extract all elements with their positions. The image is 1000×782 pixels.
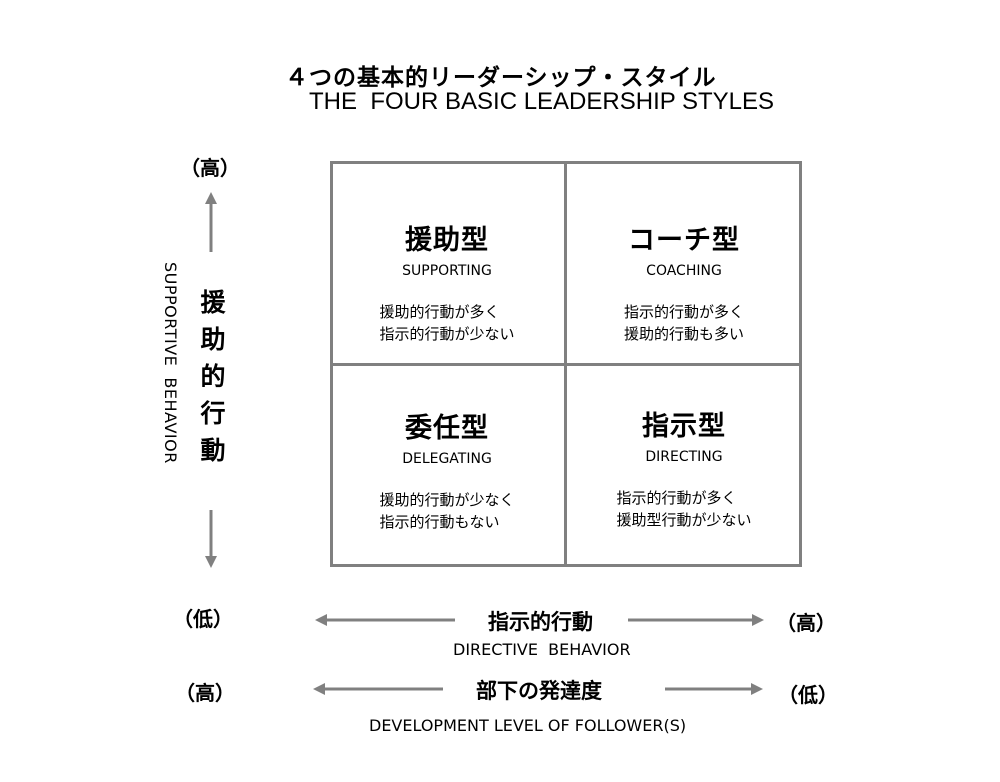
quadrant-description: 指示的行動が多く 援助的行動も多い: [624, 301, 744, 345]
arrow-up-icon: [205, 192, 217, 252]
title-japanese: ４つの基本的リーダーシップ・スタイル: [285, 65, 717, 91]
y-axis-label-english: SUPPORTIVE BEHAVIOR: [161, 262, 180, 464]
quadrant-coaching: コーチ型 COACHING 指示的行動が多く 援助的行動も多い: [567, 218, 801, 345]
y-axis-label-text: 援助的行動: [200, 288, 226, 465]
quadrant-english: DELEGATING: [402, 451, 492, 467]
quadrant-english: SUPPORTING: [402, 263, 492, 279]
quadrant-description: 指示的行動が多く 援助型行動が少ない: [616, 487, 751, 531]
x-axis-label-english: DIRECTIVE BEHAVIOR: [453, 640, 631, 659]
description-line: 援助的行動も多い: [623, 325, 744, 343]
grid-divider-horizontal: [330, 363, 802, 366]
development-label-english: DEVELOPMENT LEVEL OF FOLLOWER(S): [369, 716, 687, 735]
arrow-down-icon: [205, 510, 217, 568]
description-line: 援助的行動が少なく: [379, 491, 515, 509]
arrow-right-icon: [628, 614, 764, 626]
quadrant-delegating: 委任型 DELEGATING 援助的行動が少なく 指示的行動もない: [330, 406, 564, 533]
title-english: THE FOUR BASIC LEADERSHIP STYLES: [309, 88, 775, 115]
description-line: 指示的行動が多く: [616, 489, 737, 507]
description-line: 指示的行動が少ない: [379, 325, 515, 343]
description-line: 指示的行動もない: [379, 513, 500, 531]
arrow-right-icon: [665, 683, 763, 695]
x-axis-label-japanese: 指示的行動: [488, 610, 593, 634]
development-low-label: （低）: [778, 683, 838, 707]
quadrant-english: DIRECTING: [645, 449, 723, 465]
quadrant-name: 援助型: [405, 225, 489, 256]
y-axis-high-label: （高）: [180, 156, 240, 180]
quadrant-english: COACHING: [646, 263, 722, 279]
quadrant-description: 援助的行動が多く 指示的行動が少ない: [379, 301, 514, 345]
x-axis-high-label: （高）: [776, 611, 836, 635]
arrow-left-icon: [315, 614, 455, 626]
quadrant-description: 援助的行動が少なく 指示的行動もない: [379, 489, 514, 533]
y-axis-low-label: （低）: [173, 607, 233, 631]
quadrant-name: 指示型: [642, 411, 726, 442]
quadrant-supporting: 援助型 SUPPORTING 援助的行動が多く 指示的行動が少ない: [330, 218, 564, 345]
development-high-label: （高）: [175, 681, 235, 705]
quadrant-name: 委任型: [405, 413, 489, 444]
quadrant-directing: 指示型 DIRECTING 指示的行動が多く 援助型行動が少ない: [567, 404, 801, 531]
arrow-left-icon: [313, 683, 443, 695]
description-line: 援助型行動が少ない: [616, 511, 752, 529]
description-line: 指示的行動が多く: [623, 303, 744, 321]
development-label-japanese: 部下の発達度: [476, 679, 602, 703]
quadrant-name: コーチ型: [628, 225, 740, 256]
y-axis-label-japanese: 援助的行動: [198, 284, 228, 469]
description-line: 援助的行動が多く: [379, 303, 500, 321]
